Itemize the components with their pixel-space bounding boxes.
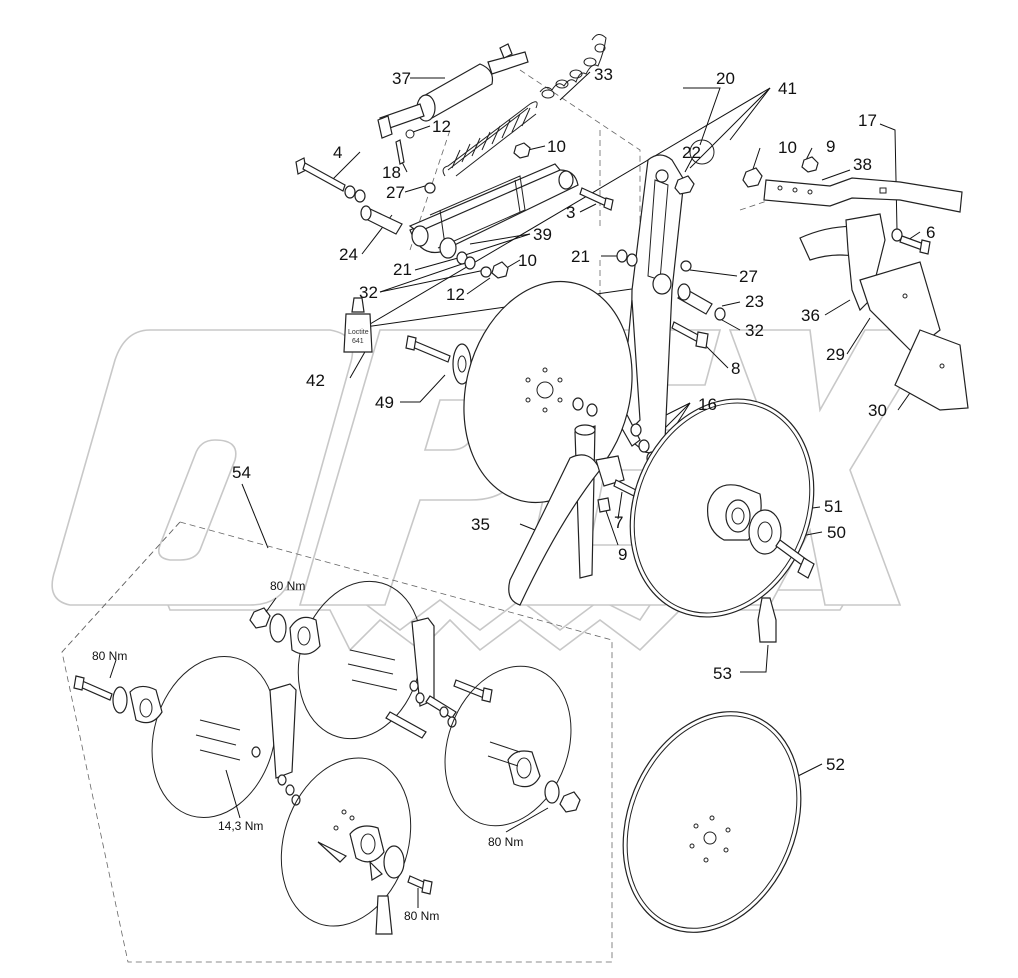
label-32-left: 32: [359, 283, 378, 302]
bolt-6: [899, 235, 931, 255]
label-42: 42: [306, 371, 325, 390]
nut-27-left: [424, 182, 436, 194]
label-54: 54: [232, 463, 251, 482]
label-32-right: 32: [745, 321, 764, 340]
pin-18: [395, 139, 405, 165]
nut-9-top: [801, 156, 819, 173]
inset-disc-middle: [249, 580, 493, 740]
torque-label-4: 80 Nm: [488, 835, 523, 849]
label-10-top: 10: [547, 137, 566, 156]
torque-labels: 80 Nm 80 Nm 14,3 Nm 80 Nm 80 Nm: [92, 579, 523, 923]
inset-assembly-54: [61, 521, 613, 963]
circlip-20: [689, 139, 715, 165]
label-9-top: 9: [826, 137, 835, 156]
label-35: 35: [471, 515, 490, 534]
bolt-50: [775, 539, 815, 579]
bolt-washer-49: [405, 335, 472, 385]
torque-label-2: 80 Nm: [92, 649, 127, 663]
inset-disc-bottom: [280, 757, 433, 935]
label-21-left: 21: [393, 260, 412, 279]
label-39: 39: [533, 225, 552, 244]
hub-51: [706, 484, 782, 555]
blade-30: [894, 329, 969, 411]
label-27-right: 27: [739, 267, 758, 286]
inset-disc-right: [444, 665, 581, 827]
label-21-right: 21: [571, 247, 590, 266]
label-33: 33: [594, 65, 613, 84]
label-24: 24: [339, 245, 358, 264]
spring-33: [442, 101, 538, 177]
label-29: 29: [826, 345, 845, 364]
label-51: 51: [824, 497, 843, 516]
nut-10-right: [742, 167, 763, 188]
frame-39: [408, 163, 579, 259]
torque-label-1: 80 Nm: [270, 579, 305, 593]
label-52: 52: [826, 755, 845, 774]
label-23: 23: [745, 292, 764, 311]
label-30: 30: [868, 401, 887, 420]
washers-left: [344, 185, 366, 203]
nut-22: [674, 175, 695, 195]
coulter-shoe-35: [508, 424, 637, 606]
label-38: 38: [853, 155, 872, 174]
torque-label-3: 14,3 Nm: [218, 819, 263, 833]
washer-17: [891, 228, 903, 242]
loctite-bottle-42: Loctite 641: [343, 297, 373, 353]
label-18: 18: [382, 163, 401, 182]
bolt-3: [579, 187, 614, 211]
label-12-top: 12: [432, 117, 451, 136]
chain-33: [539, 34, 607, 99]
label-10-mid: 10: [518, 251, 537, 270]
nut-10-top: [513, 142, 531, 159]
label-9-bottom: 9: [618, 545, 627, 564]
bracket-38: [763, 177, 963, 213]
label-41: 41: [778, 79, 797, 98]
disc-52: [622, 711, 802, 933]
tube-24: [360, 205, 403, 235]
label-20: 20: [716, 69, 735, 88]
label-17: 17: [858, 111, 877, 130]
watermark-letter-o: [51, 329, 354, 606]
inset-disc-left: [73, 655, 301, 819]
washers-21-32-12: [456, 251, 509, 279]
label-49: 49: [375, 393, 394, 412]
label-36: 36: [801, 306, 820, 325]
cap-53: [757, 597, 777, 643]
cylinder-37: [377, 43, 529, 139]
bolt-4: [295, 157, 346, 192]
part-number-labels: 37 33 12 4 18 10 27 3 24 39 21 32 12 10 …: [232, 65, 935, 774]
label-22: 22: [682, 143, 701, 162]
right-pivot-parts: [616, 249, 726, 349]
label-12-mid: 12: [446, 285, 465, 304]
label-53: 53: [713, 664, 732, 683]
label-8: 8: [731, 359, 740, 378]
bracket-36: [799, 213, 886, 312]
label-4: 4: [333, 143, 342, 162]
torque-label-5: 80 Nm: [404, 909, 439, 923]
label-6: 6: [926, 223, 935, 242]
label-7: 7: [614, 513, 623, 532]
label-10-right: 10: [778, 138, 797, 157]
label-3: 3: [566, 203, 575, 222]
label-37: 37: [392, 69, 411, 88]
bottle-label-line1: Loctite: [348, 329, 369, 336]
bottle-label-line2: 641: [352, 338, 364, 345]
label-50: 50: [827, 523, 846, 542]
label-16: 16: [698, 395, 717, 414]
label-27-left: 27: [386, 183, 405, 202]
